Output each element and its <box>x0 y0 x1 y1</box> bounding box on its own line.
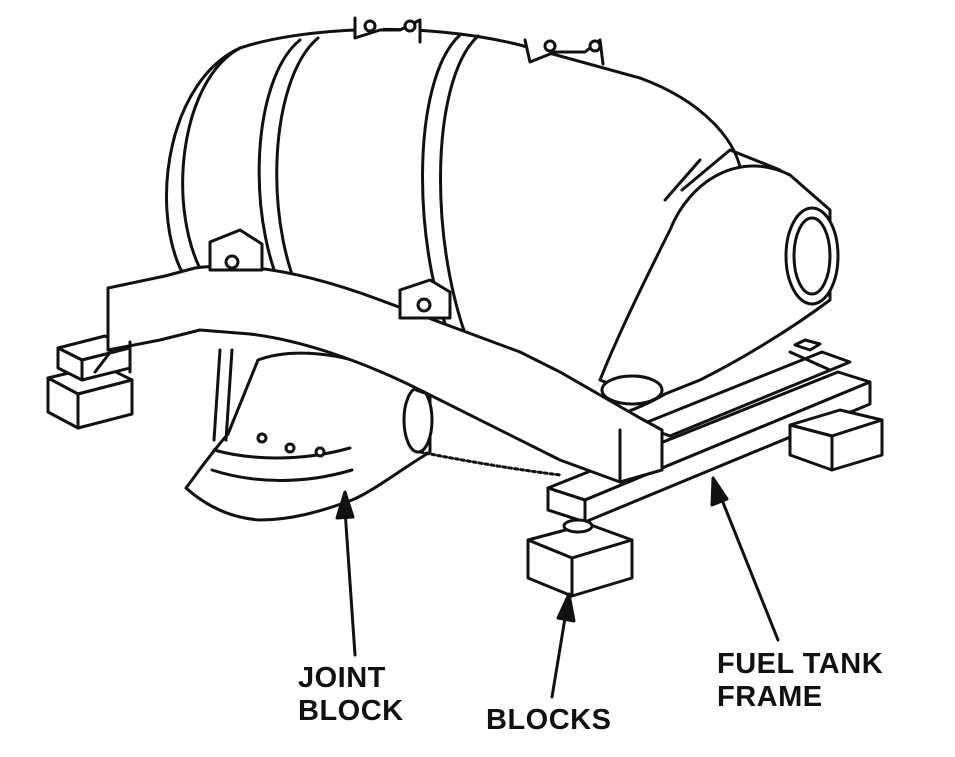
blocks <box>46 334 884 598</box>
callout-blocks-text: BLOCKS <box>486 704 612 736</box>
callout-joint-block: JOINT BLOCK <box>298 662 404 728</box>
callout-fuel-tank-frame-line-2: FRAME <box>717 681 823 713</box>
callout-fuel-tank-frame: FUEL TANK FRAME <box>717 648 883 714</box>
support-cradle <box>93 228 664 484</box>
outlet-pipe <box>598 148 840 406</box>
arrow-joint-block-head <box>335 490 355 520</box>
arrow-blocks <box>550 610 568 699</box>
leader-arrows <box>335 476 780 699</box>
arrow-fuel-tank-frame-head <box>710 476 729 507</box>
callout-blocks: BLOCKS <box>486 704 611 737</box>
callout-joint-block-line-2: BLOCK <box>298 695 404 727</box>
callout-joint-block-line-1: JOINT <box>298 662 386 694</box>
arrow-blocks-head <box>556 592 576 623</box>
arrow-joint-block <box>343 508 357 657</box>
arrow-fuel-tank-frame <box>718 493 780 642</box>
callout-fuel-tank-frame-line-1: FUEL TANK <box>717 648 884 680</box>
